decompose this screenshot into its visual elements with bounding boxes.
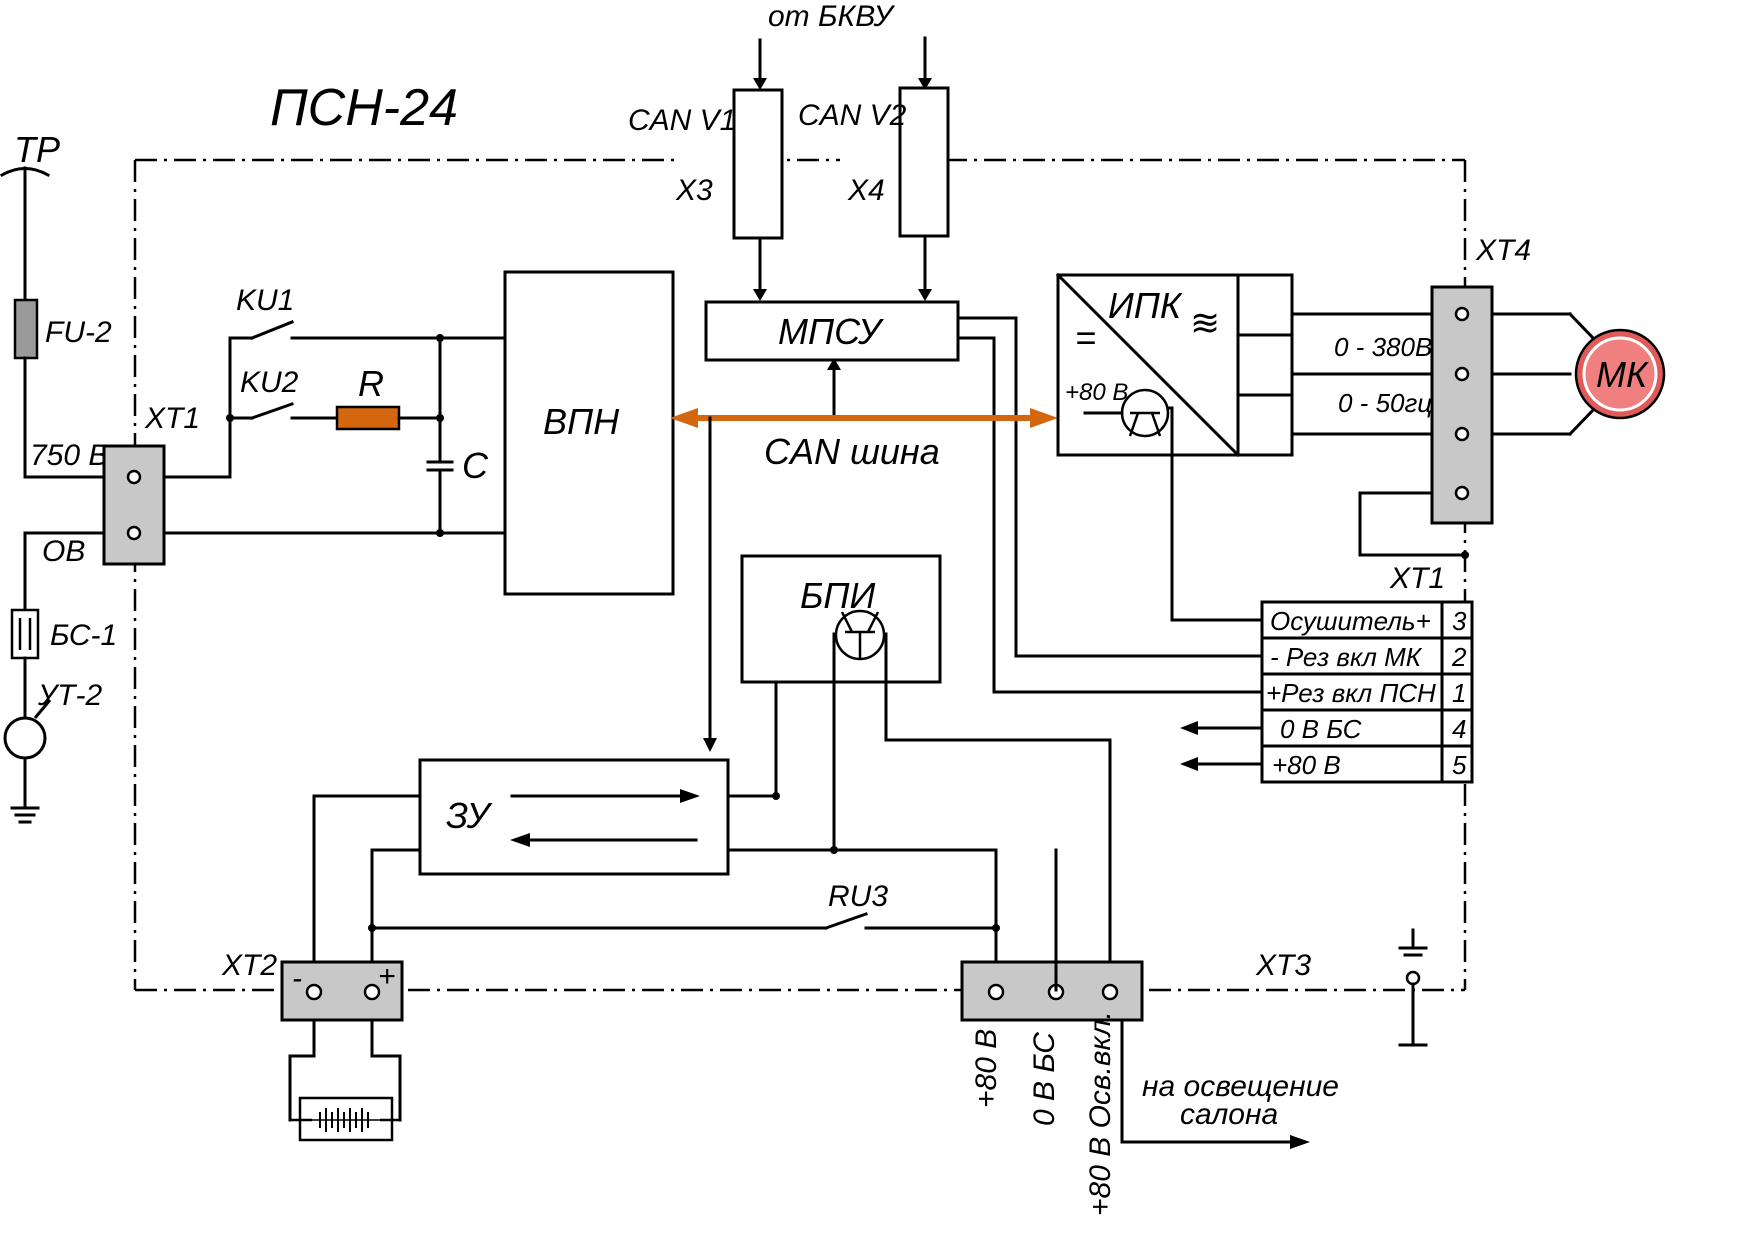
x3-connector bbox=[732, 88, 784, 240]
mpsu-block bbox=[704, 300, 960, 362]
zu-label: ЗУ bbox=[446, 795, 492, 836]
can-bus-label: CAN шина bbox=[764, 431, 940, 472]
lighting-label-line2: салона bbox=[1180, 1098, 1278, 1131]
zu-block bbox=[418, 758, 730, 876]
can-bus-arrow bbox=[670, 408, 1058, 428]
c-label: C bbox=[462, 445, 489, 486]
xt1-row-num: 1 bbox=[1452, 678, 1466, 708]
xt1-row-num: 3 bbox=[1452, 606, 1467, 636]
from-bkvu-label: от БКВУ bbox=[768, 0, 896, 33]
bs1-label: БС-1 bbox=[50, 619, 117, 652]
xt1-pin-ov bbox=[126, 525, 142, 541]
ipk-ac-symbol: ≋ bbox=[1190, 302, 1220, 343]
ut2-label: УТ-2 bbox=[37, 679, 102, 712]
ipk-dc-symbol: = bbox=[1075, 317, 1096, 358]
xt4-terminal bbox=[1430, 285, 1494, 525]
diagram-title: ПСН-24 bbox=[270, 79, 458, 137]
ku1-label: KU1 bbox=[236, 284, 294, 317]
xt2-terminal bbox=[280, 960, 404, 1022]
lighting-label-line1: на освещение bbox=[1142, 1070, 1339, 1103]
r-label: R bbox=[358, 363, 384, 404]
xt1-row-label: - Рез вкл МК bbox=[1270, 642, 1423, 672]
xt4-label: XT4 bbox=[1475, 234, 1531, 267]
fuse-fu2 bbox=[13, 298, 39, 360]
battery-icon bbox=[290, 1096, 400, 1142]
xt2-label: XT2 bbox=[221, 949, 277, 982]
xt1-row-label: +80 В bbox=[1272, 750, 1341, 780]
motor-mk bbox=[1574, 328, 1666, 420]
xt1-row-label: Осушитель+ bbox=[1270, 606, 1431, 636]
ku1-switch bbox=[250, 320, 294, 340]
bpi-transistor-icon bbox=[834, 609, 886, 661]
ground-icon bbox=[1398, 928, 1428, 1047]
ov-label: ОВ bbox=[42, 535, 85, 568]
can-v2-label: CAN V2 bbox=[798, 99, 907, 132]
v750-label: 750 В bbox=[30, 439, 108, 472]
motor-label: МК bbox=[1596, 354, 1649, 395]
ut2-relay-icon bbox=[3, 699, 52, 760]
ground-icon bbox=[10, 806, 40, 824]
xt2-minus: - bbox=[292, 962, 302, 995]
v0-380-label: 0 - 380В bbox=[1334, 332, 1432, 362]
xt1-row-num: 4 bbox=[1452, 714, 1466, 744]
xt1-row-num: 5 bbox=[1452, 750, 1467, 780]
bs1-contact-icon bbox=[10, 608, 40, 660]
mpsu-label: МПСУ bbox=[778, 311, 884, 352]
xt1-pin-750 bbox=[126, 469, 142, 485]
vpn-label: ВПН bbox=[543, 401, 620, 442]
xt1-input-terminal bbox=[102, 444, 166, 566]
xt2-plus: + bbox=[378, 960, 396, 993]
xt3-label: XT3 bbox=[1255, 949, 1311, 982]
ku2-label: KU2 bbox=[240, 366, 299, 399]
resistor-r bbox=[335, 405, 401, 431]
xt1-row-label: 0 В БС bbox=[1280, 714, 1362, 744]
xt1-right-label: XT1 bbox=[1389, 562, 1445, 595]
xt1-row-num: 2 bbox=[1451, 642, 1467, 672]
ru3-label: RU3 bbox=[828, 880, 888, 913]
x4-connector bbox=[898, 86, 950, 238]
ipk-transistor-icon bbox=[1120, 388, 1170, 438]
x4-label: X4 bbox=[847, 174, 885, 207]
vpn-block bbox=[503, 270, 675, 596]
ipk-label: ИПК bbox=[1108, 285, 1183, 326]
tr-label: ТР bbox=[14, 129, 60, 170]
hz0-50-label: 0 - 50гц bbox=[1338, 388, 1432, 418]
x3-label: X3 bbox=[675, 174, 713, 207]
xt1-connector-table bbox=[1260, 600, 1474, 784]
xt1-row-label: +Рез вкл ПСН bbox=[1266, 678, 1436, 708]
zu-direction-arrows bbox=[510, 789, 700, 847]
pantograph-icon bbox=[0, 166, 51, 302]
ku2-switch bbox=[250, 402, 294, 420]
xt3-pin-label: +80 В Осв.вкл. bbox=[1084, 1011, 1117, 1216]
ipk-block bbox=[1056, 273, 1294, 457]
xt3-pin-label: 0 В БС bbox=[1028, 1032, 1061, 1126]
ipk-plus80-label: +80 В bbox=[1065, 379, 1128, 406]
fu2-label: FU-2 bbox=[45, 316, 112, 349]
bpi-label: БПИ bbox=[800, 575, 876, 616]
xt3-pin-label: +80 В bbox=[970, 1029, 1003, 1108]
ru3-switch bbox=[824, 912, 868, 930]
xt1-left-label: XT1 bbox=[144, 402, 200, 435]
can-v1-label: CAN V1 bbox=[628, 104, 736, 137]
